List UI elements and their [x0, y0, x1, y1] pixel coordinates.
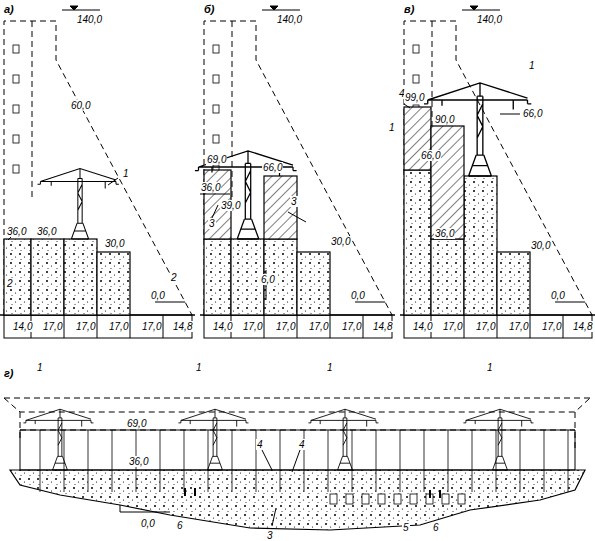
dimension-label: 36,0: [200, 182, 221, 193]
dimension-label: 17,0: [42, 321, 63, 332]
dimension-label: 69,0: [206, 154, 227, 165]
panel-letter: в): [403, 4, 415, 15]
dimension-label: 36,0: [6, 226, 27, 237]
dimension-label: 14,0: [12, 321, 33, 332]
block-joint: [280, 430, 281, 492]
block-joint: [208, 430, 209, 492]
dimension-label: 6,0: [260, 274, 276, 285]
dimension-label: 30,0: [530, 240, 551, 251]
dimension-label: 140,0: [276, 14, 303, 25]
block-joint: [448, 430, 449, 492]
callout-number: 1: [486, 362, 494, 373]
dimension-label: 0,0: [140, 518, 156, 529]
callout-number: 3: [208, 218, 216, 229]
dimension-label: 17,0: [141, 321, 162, 332]
dimension-label: 140,0: [476, 14, 503, 25]
callout-number: 2: [170, 272, 178, 283]
dimension-label: 14,0: [212, 321, 233, 332]
block-joint: [376, 430, 377, 492]
block-joint: [184, 430, 185, 492]
callout-number: 1: [528, 60, 536, 71]
opening: [410, 494, 417, 504]
block-joint: [568, 430, 569, 492]
opening: [346, 494, 353, 504]
block-joint: [232, 430, 233, 492]
dimension-label: 90,0: [434, 114, 455, 125]
dimension-label: 0,0: [550, 290, 566, 301]
callout-number: 4: [256, 439, 264, 450]
opening: [378, 494, 385, 504]
opening: [330, 494, 337, 504]
dimension-label: 39,0: [220, 200, 241, 211]
panel-letter: г): [3, 368, 15, 379]
block-joint: [544, 430, 545, 492]
dimension-label: 36,0: [36, 226, 57, 237]
block-joint: [40, 430, 41, 492]
callout-number: 3: [266, 530, 274, 541]
block-joint: [88, 430, 89, 492]
dimension-label: 14,0: [412, 321, 433, 332]
panel-letter: а): [3, 4, 15, 15]
dimension-label: 17,0: [508, 321, 529, 332]
callout-number: 1: [388, 122, 396, 133]
opening: [362, 494, 369, 504]
dimension-label: 36,0: [128, 456, 149, 467]
dimension-label: 30,0: [330, 236, 351, 247]
dimension-label: 17,0: [475, 321, 496, 332]
dimension-label: 140,0: [76, 14, 103, 25]
dimension-label: 0,0: [150, 290, 166, 301]
opening: [394, 494, 401, 504]
callout-number: 1: [326, 362, 334, 373]
dimension-label: 66,0: [420, 150, 441, 161]
callout-number: 6: [176, 520, 184, 531]
dimension-label: 14,8: [372, 321, 393, 332]
dimension-label: 17,0: [442, 321, 463, 332]
dimension-label: 17,0: [242, 321, 263, 332]
block-joint: [328, 430, 329, 492]
dimension-label: 60,0: [70, 100, 91, 111]
callout-number: 1: [36, 362, 44, 373]
dimension-label: 30,0: [104, 238, 125, 249]
dimension-label: 14,8: [572, 321, 593, 332]
callout-number: 2: [6, 278, 14, 289]
dimension-label: 66,0: [262, 162, 283, 173]
block-joint: [424, 430, 425, 492]
opening: [458, 494, 465, 504]
block-joint: [520, 430, 521, 492]
dimension-label: 17,0: [75, 321, 96, 332]
callout-number: 1: [195, 362, 203, 373]
dimension-label: 17,0: [308, 321, 329, 332]
dimension-label: 99,0: [404, 92, 425, 103]
dimension-label: 66,0: [522, 108, 543, 119]
dimension-label: 17,0: [275, 321, 296, 332]
panel-letter: б): [203, 4, 215, 15]
block-joint: [472, 430, 473, 492]
dimension-label: 14,8: [172, 321, 193, 332]
block-joint: [112, 430, 113, 492]
dimension-label: 0,0: [350, 290, 366, 301]
dimension-label: 17,0: [341, 321, 362, 332]
callout-number: 6: [432, 522, 440, 533]
opening: [442, 494, 449, 504]
dimension-label: 17,0: [108, 321, 129, 332]
block-joint: [352, 430, 353, 492]
callout-number: 1: [122, 168, 130, 179]
callout-number: 5: [402, 522, 410, 533]
dimension-label: 17,0: [541, 321, 562, 332]
dimension-label: 36,0: [434, 228, 455, 239]
callout-number: 4: [298, 439, 306, 450]
callout-number: 3: [290, 196, 298, 207]
dimension-label: 69,0: [126, 418, 147, 429]
block-joint: [400, 430, 401, 492]
block-joint: [160, 430, 161, 492]
